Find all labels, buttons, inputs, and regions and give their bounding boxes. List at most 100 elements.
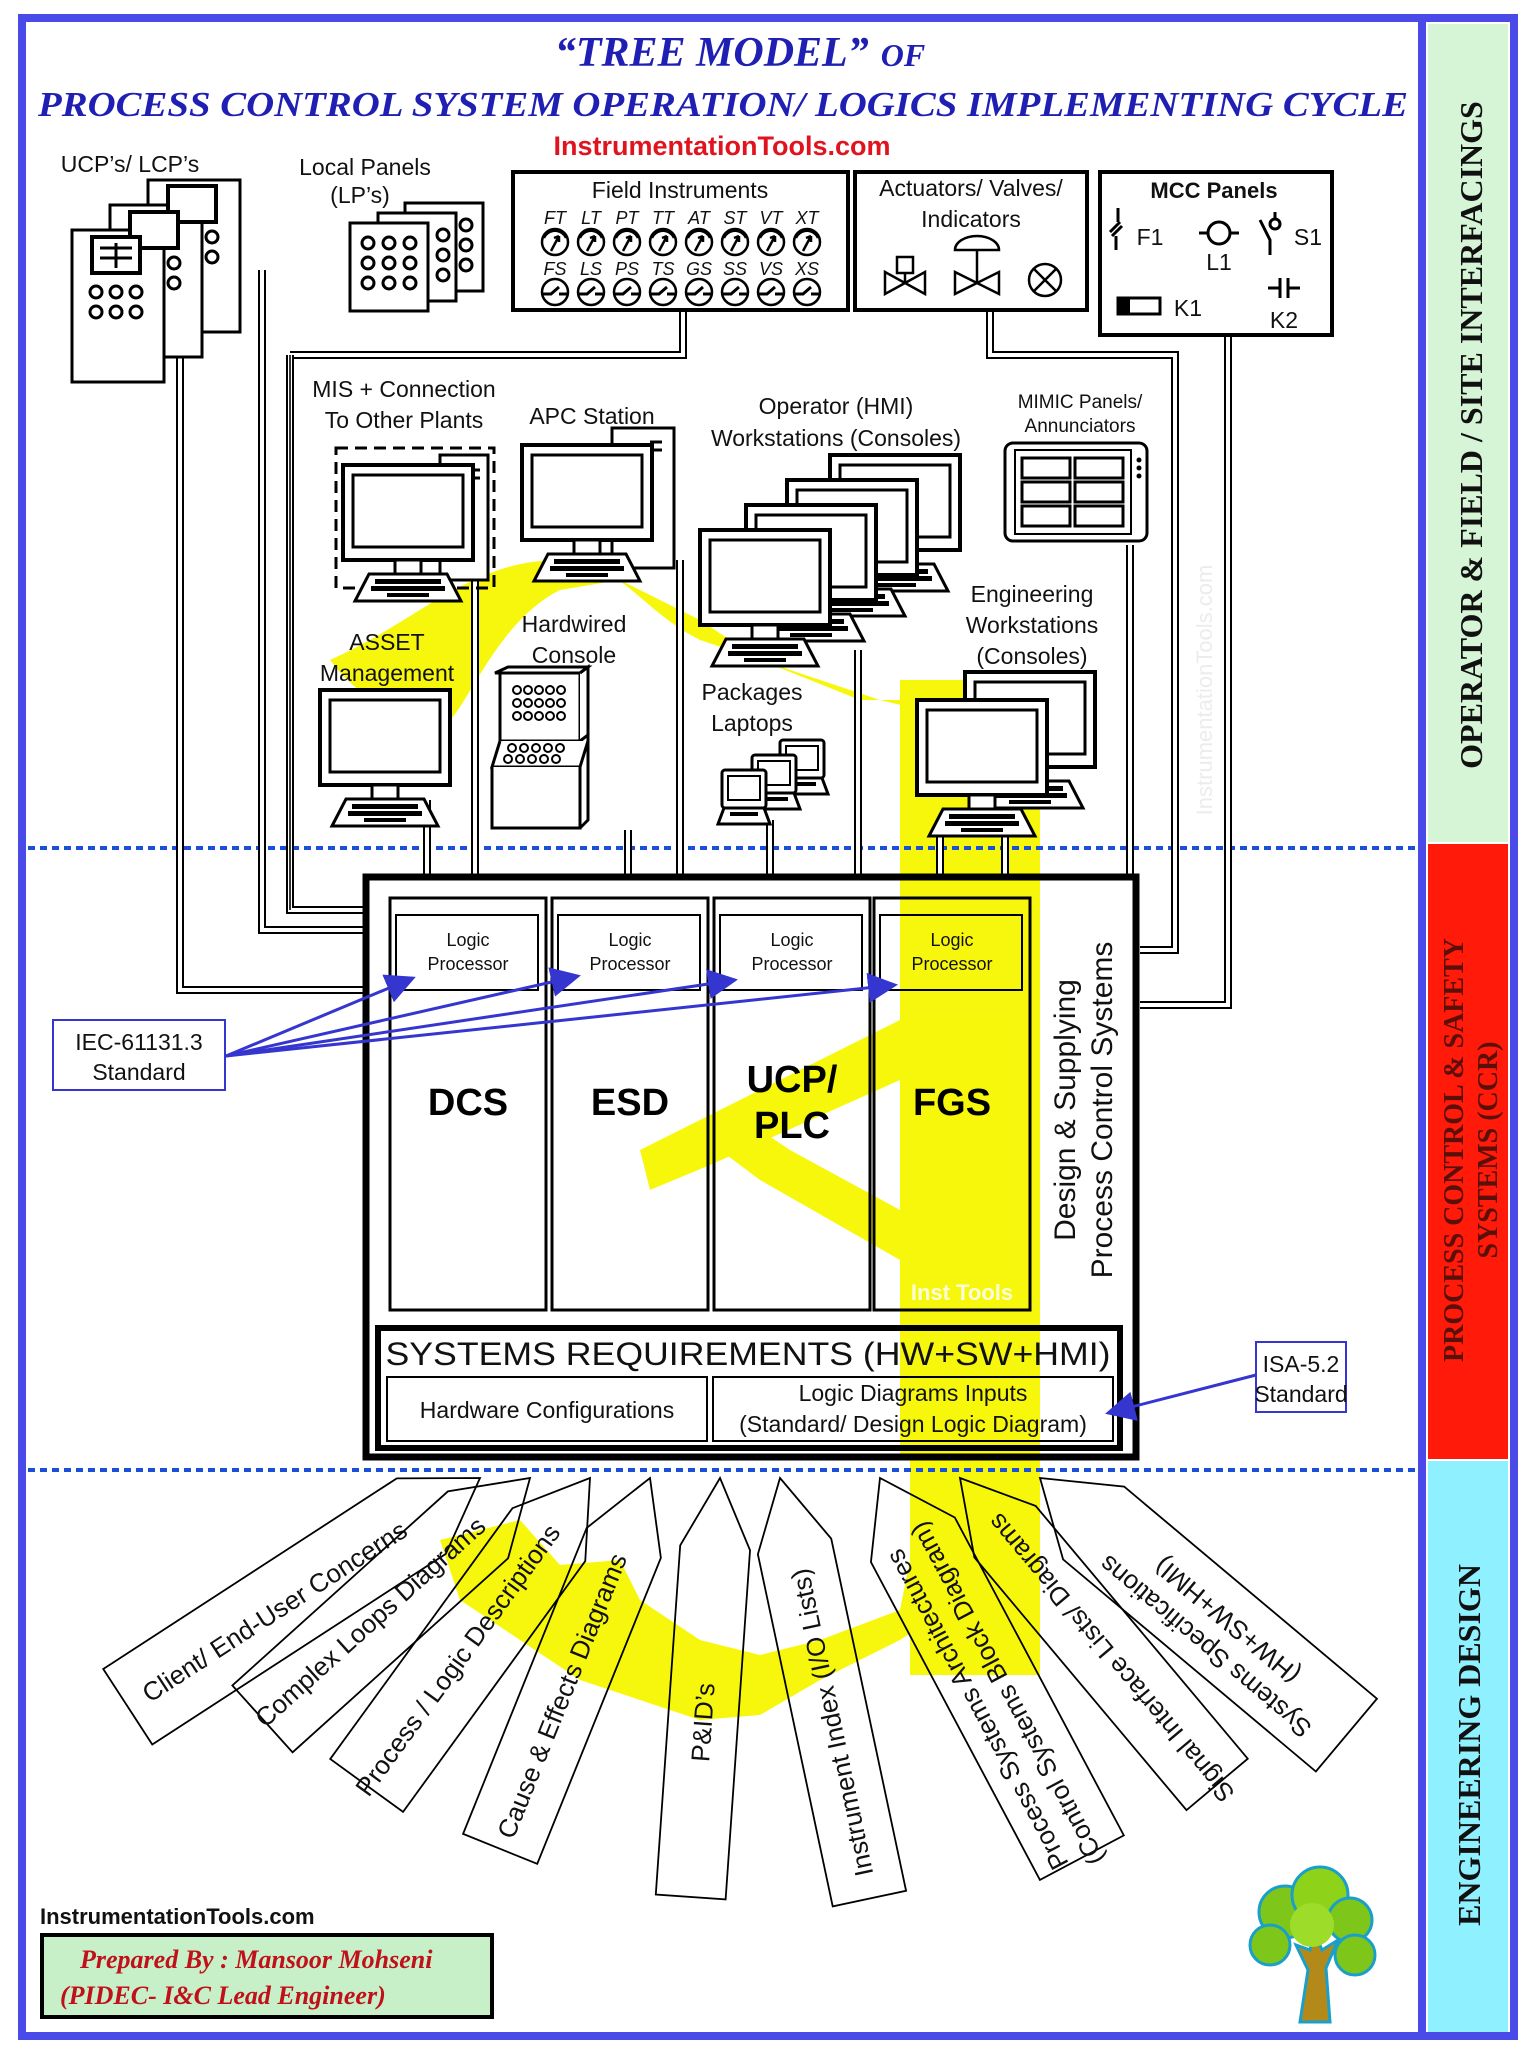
credit-box: Prepared By : Mansoor Mohseni (PIDEC- I&… xyxy=(40,1933,494,2019)
switch-symbol-icon xyxy=(540,277,570,307)
side-band-ccr: PROCESS CONTROL & SAFETY SYSTEMS (CCR) xyxy=(1428,844,1508,1459)
apc-station: APC Station xyxy=(520,403,676,583)
console-button-icon xyxy=(545,698,555,708)
console-button-icon xyxy=(512,711,522,721)
mimic-label-1: MIMIC Panels/ xyxy=(1018,392,1143,413)
operator-label-2: Workstations (Consoles) xyxy=(711,425,961,451)
hardwired-label-1: Hardwired xyxy=(522,611,627,637)
isa-label-2: Standard xyxy=(1254,1381,1347,1407)
tree-icon xyxy=(1248,1865,1377,2024)
console-button-icon xyxy=(534,685,544,695)
system-name: UCP/ xyxy=(747,1059,838,1101)
logic-processor-label: Logic xyxy=(446,930,489,950)
transmitter-gauge-icon xyxy=(756,227,786,257)
hardware-configurations: Hardware Configurations xyxy=(420,1397,674,1423)
field-instruments-title: Field Instruments xyxy=(592,177,768,203)
logic-processor-label: Logic xyxy=(770,930,813,950)
package-laptops: Packages Laptops xyxy=(701,679,831,826)
logic-processor-label: Logic xyxy=(608,930,651,950)
console-button-icon xyxy=(543,743,553,753)
logic-inputs-label-2: (Standard/ Design Logic Diagram) xyxy=(739,1411,1087,1437)
console-button-icon xyxy=(534,711,544,721)
requirements-title: SYSTEMS REQUIREMENTS (HW+SW+HMI) xyxy=(386,1336,1111,1372)
system-name: ESD xyxy=(591,1082,669,1124)
console-button-icon xyxy=(503,754,513,764)
console-button-icon xyxy=(551,754,561,764)
root-label: P&ID’s xyxy=(685,1682,720,1763)
logic-processor-label: Processor xyxy=(911,954,992,974)
switch-tag: FS xyxy=(543,259,566,279)
switch-tag: GS xyxy=(686,259,712,279)
console-button-icon xyxy=(556,711,566,721)
transmitter-gauge-icon xyxy=(792,227,822,257)
control-valve-icon xyxy=(953,234,1001,297)
title-line1: “TREE MODEL” OF xyxy=(555,30,925,76)
console-button-icon xyxy=(545,711,555,721)
side-band-ccr-label-1: PROCESS CONTROL & SAFETY xyxy=(1439,938,1470,1362)
switch-tag: TS xyxy=(651,259,674,279)
side-band-operator-label: OPERATOR & FIELD / SITE INTERFACINGS xyxy=(1453,101,1489,769)
fuse-icon xyxy=(1108,208,1124,250)
transmitter-tag: PT xyxy=(615,208,640,228)
switch-tag: SS xyxy=(723,259,747,279)
isa-standard: ISA-5.2 Standard xyxy=(1105,1341,1348,1421)
title-main: “TREE MODEL” xyxy=(555,30,869,76)
asset-management: ASSET Management xyxy=(318,629,455,828)
indicator-lamp-icon xyxy=(1027,262,1063,298)
actuators-label-1: Actuators/ Valves/ xyxy=(879,175,1063,201)
mcc-title: MCC Panels xyxy=(1150,178,1277,203)
credit-role: (PIDEC- I&C Lead Engineer) xyxy=(60,1981,386,2010)
switch-tag: XS xyxy=(794,259,819,279)
asset-label-2: Management xyxy=(320,660,455,686)
console-button-icon xyxy=(545,685,555,695)
console-button-icon xyxy=(519,743,529,753)
console-button-icon xyxy=(556,685,566,695)
switch-symbol-icon xyxy=(648,277,678,307)
engineering-label-3: (Consoles) xyxy=(976,643,1087,669)
system-name: FGS xyxy=(913,1082,991,1124)
contact-icon xyxy=(1268,278,1300,298)
watermark: InstrumentationTools.com xyxy=(1192,565,1217,816)
push-button-icon xyxy=(1258,212,1282,255)
engineering-label-2: Workstations xyxy=(966,612,1099,638)
switch-symbol-icon xyxy=(612,277,642,307)
side-band-design-label: ENGINEERING DESIGN xyxy=(1451,1564,1487,1926)
transmitter-tag: AT xyxy=(687,208,712,228)
system-name: PLC xyxy=(754,1105,830,1147)
transmitter-gauge-icon xyxy=(540,227,570,257)
engineering-label-1: Engineering xyxy=(971,581,1094,607)
packages-label-1: Packages xyxy=(701,679,802,705)
logic-processor-label: Processor xyxy=(751,954,832,974)
iec-label-1: IEC-61131.3 xyxy=(75,1029,202,1055)
design-supplying-label-1: Design & Supplying xyxy=(1049,979,1082,1241)
hardwired-label-2: Console xyxy=(532,642,616,668)
mcc-tag-f1: F1 xyxy=(1137,224,1164,250)
console-button-icon xyxy=(523,698,533,708)
ucp-lcp-panels: UCP’s/ LCP’s xyxy=(61,151,242,384)
transmitter-tag: FT xyxy=(544,208,568,228)
logic-inputs-label-1: Logic Diagrams Inputs xyxy=(799,1380,1028,1406)
console-button-icon xyxy=(523,711,533,721)
solenoid-valve-icon xyxy=(883,255,927,297)
logic-processor-label: Processor xyxy=(589,954,670,974)
switch-symbol-icon xyxy=(576,277,606,307)
local-panels-label-1: Local Panels xyxy=(299,154,431,180)
engineering-workstations: Engineering Workstations (Consoles) xyxy=(915,581,1099,838)
transmitter-gauge-icon xyxy=(576,227,606,257)
switch-symbol-icon xyxy=(684,277,714,307)
lamp-icon xyxy=(1199,220,1239,246)
local-panels: Local Panels (LP’s) xyxy=(299,154,485,313)
console-button-icon xyxy=(555,743,565,753)
switch-tag: VS xyxy=(759,259,783,279)
transmitter-tag: XT xyxy=(794,208,820,228)
title-line2: PROCESS CONTROL SYSTEM OPERATION/ LOGICS… xyxy=(37,85,1408,124)
inst-tools-watermark: Inst Tools xyxy=(911,1280,1013,1305)
console-button-icon xyxy=(534,698,544,708)
logic-processor-label: Logic xyxy=(930,930,973,950)
